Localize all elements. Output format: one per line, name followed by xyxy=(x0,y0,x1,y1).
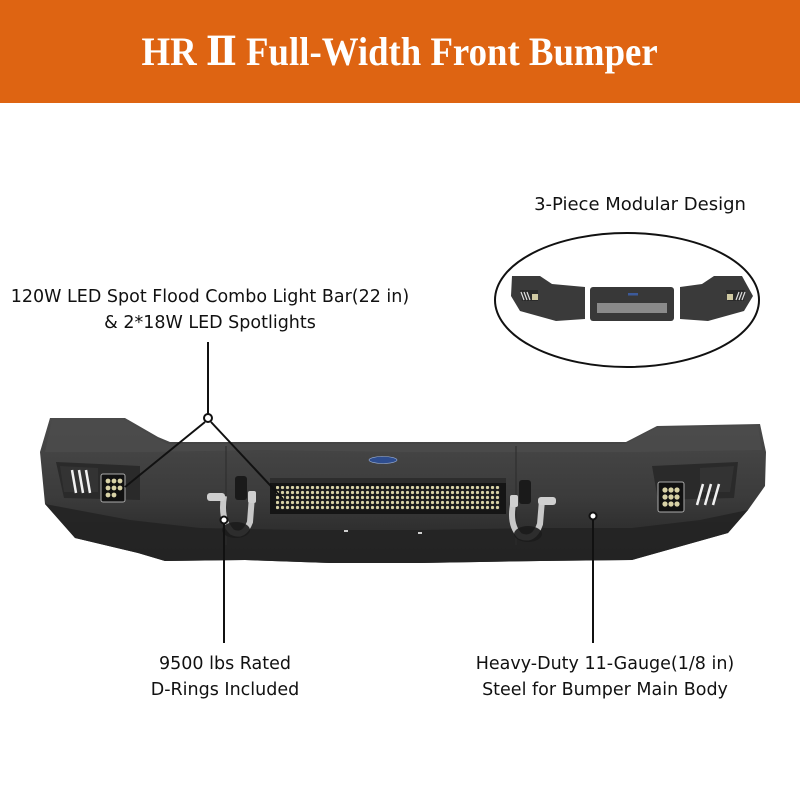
callout-d-rings: 9500 lbs Rated D-Rings Included xyxy=(110,651,340,703)
callout-steel-body: Heavy-Duty 11-Gauge(1/8 in) Steel for Bu… xyxy=(420,651,790,703)
page-title: HR Ⅱ Full-Width Front Bumper xyxy=(141,29,659,74)
inset-center-piece xyxy=(590,287,674,321)
callout-drings-line1: 9500 lbs Rated xyxy=(159,654,291,674)
d-ring-right xyxy=(509,480,556,542)
callout-drings-line2: D-Rings Included xyxy=(150,680,300,700)
callout-lines xyxy=(124,342,598,643)
d-ring-left xyxy=(207,476,256,538)
brand-badge xyxy=(368,456,398,464)
callout-lightbar-line1: 120W LED Spot Flood Combo Light Bar(22 i… xyxy=(10,287,410,307)
title-banner: HR Ⅱ Full-Width Front Bumper xyxy=(0,0,800,103)
inset-right-piece xyxy=(680,276,753,321)
led-light-bar xyxy=(270,478,506,514)
callout-lightbar-line2: & 2*18W LED Spotlights xyxy=(104,313,316,333)
callout-modular-text: 3-Piece Modular Design xyxy=(534,194,746,215)
inset-left-piece xyxy=(511,276,585,321)
callout-modular-design: 3-Piece Modular Design xyxy=(490,192,790,218)
main-bumper xyxy=(40,418,766,563)
callout-steel-line1: Heavy-Duty 11-Gauge(1/8 in) xyxy=(475,654,735,674)
callout-steel-line2: Steel for Bumper Main Body xyxy=(482,680,728,700)
callout-light-bar: 120W LED Spot Flood Combo Light Bar(22 i… xyxy=(0,284,420,336)
inset-modular-view xyxy=(494,232,760,368)
